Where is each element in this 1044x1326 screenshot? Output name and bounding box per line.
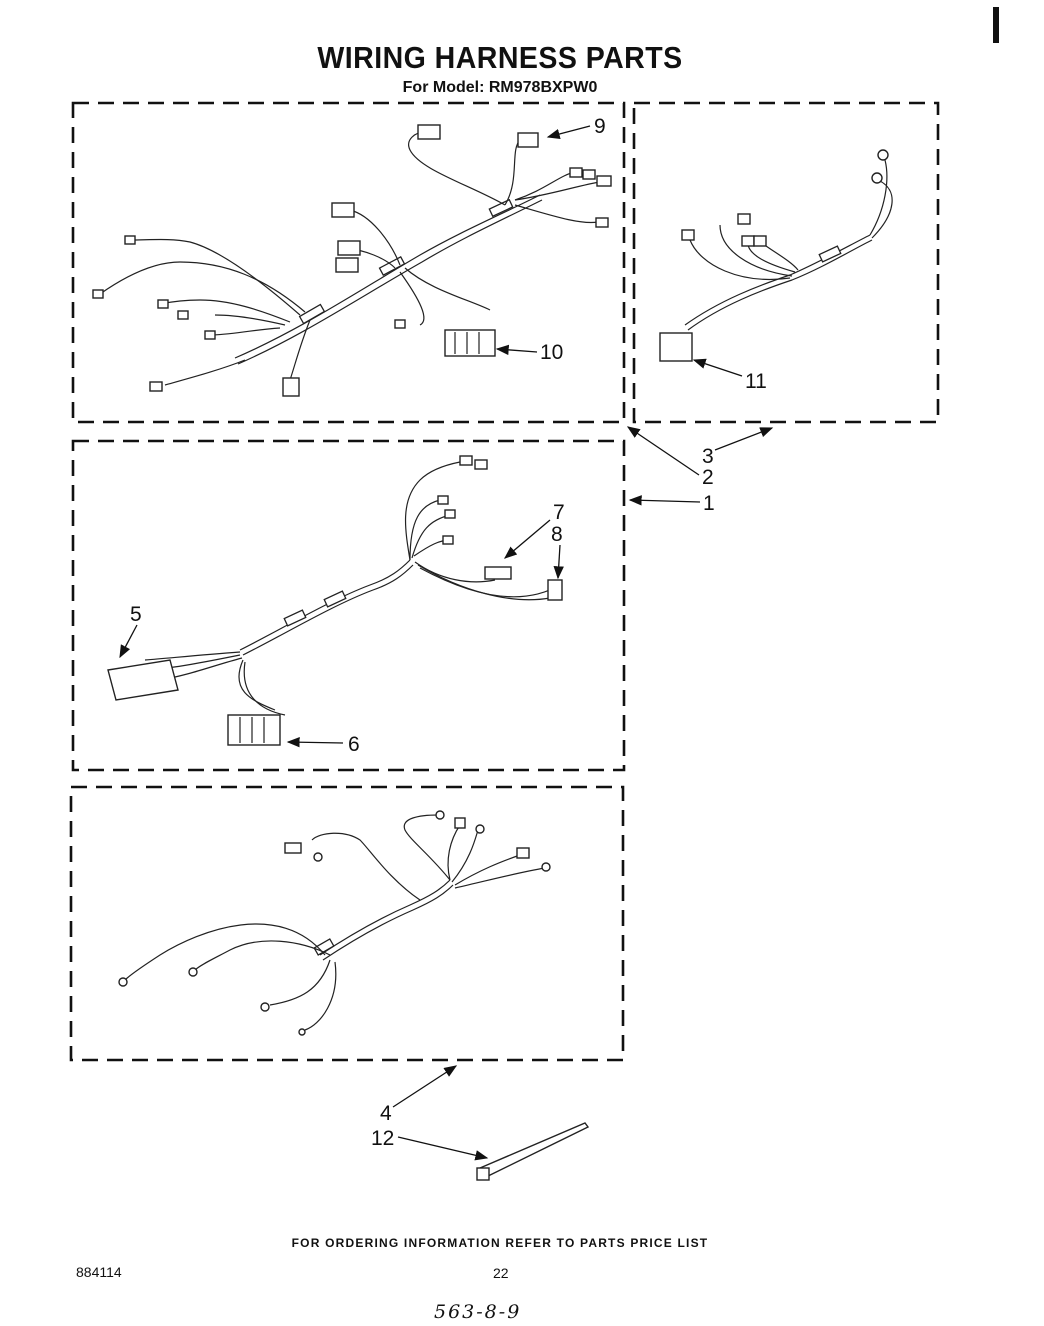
harness-3-drawing <box>659 149 893 362</box>
callout-6: 6 <box>348 733 360 756</box>
cable-tie-drawing <box>476 1122 590 1181</box>
harness-4-drawing <box>118 810 551 1036</box>
handwritten-note: 563-8-9 <box>434 1301 522 1323</box>
callout-7: 7 <box>553 501 565 524</box>
callout-12: 12 <box>371 1127 394 1150</box>
callout-10: 10 <box>540 341 563 364</box>
page-corner-mark <box>993 7 999 43</box>
page-number: 22 <box>493 1265 509 1281</box>
callout-5: 5 <box>130 603 142 626</box>
harness-2-drawing <box>92 124 612 397</box>
harness-1-drawing <box>107 455 563 746</box>
callout-8: 8 <box>551 523 563 546</box>
callout-1: 1 <box>703 492 715 515</box>
model-subtitle: For Model: RM978BXPW0 <box>402 79 598 96</box>
box-harness-2 <box>71 101 626 424</box>
box-harness-1 <box>71 439 626 772</box>
callout-9: 9 <box>594 115 606 138</box>
box-harness-3 <box>632 101 940 424</box>
callout-2: 2 <box>702 466 714 489</box>
callout-4: 4 <box>380 1102 392 1125</box>
box-harness-4 <box>69 785 625 1062</box>
page-title: WIRING HARNESS PARTS <box>317 40 683 75</box>
ordering-info-note: FOR ORDERING INFORMATION REFER TO PARTS … <box>291 1236 709 1250</box>
document-number: 884114 <box>76 1264 122 1280</box>
callout-3: 3 <box>702 445 714 468</box>
callout-11: 11 <box>745 370 767 393</box>
